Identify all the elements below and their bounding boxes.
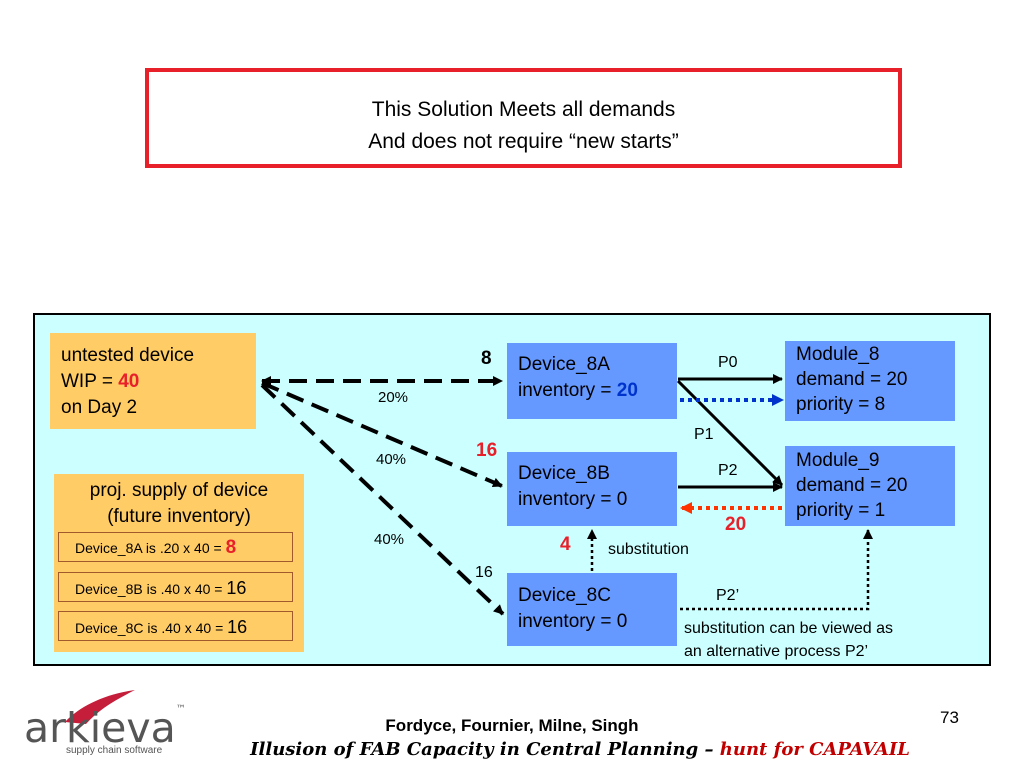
logo-swoosh-icon [65, 690, 135, 724]
module-8-priority: priority = 8 [796, 394, 886, 415]
module-8-node: Module_8 demand = 20 priority = 8 [785, 341, 955, 421]
supply-row-value: 16 [226, 578, 247, 598]
module-9-name: Module_9 [796, 450, 880, 471]
supply-row-8a: Device_8A is .20 x 40 = 8 [58, 532, 293, 562]
wip-line-2: WIP = 40 [61, 369, 256, 395]
footer-title-highlight: hunt for CAPAVAIL [719, 739, 910, 760]
arrow-p1 [676, 379, 784, 487]
device-8b-name: Device_8B [518, 463, 610, 484]
arrow-wip-to-8b [261, 381, 503, 488]
logo-tagline: supply chain software [66, 745, 163, 756]
module-8-demand: demand = 20 [796, 369, 908, 390]
device-8c-node: Device_8C inventory = 0 [507, 573, 677, 646]
device-8a-inv-value: 20 [616, 380, 638, 401]
wip-box: untested device WIP = 40 on Day 2 [50, 333, 256, 429]
footer-authors: Fordyce, Fournier, Milne, Singh [385, 716, 639, 735]
logo-tm: ™ [175, 704, 186, 715]
arrow-p2prime [680, 529, 873, 611]
supply-row-value: 16 [227, 617, 248, 637]
device-8b-inventory: inventory = 0 [518, 489, 628, 510]
supply-box: proj. supply of device (future inventory… [54, 474, 304, 652]
return-qty-label: 20 [725, 514, 747, 535]
supply-row-8b: Device_8B is .40 x 40 = 16 [58, 572, 293, 602]
footer-title: Illusion of FAB Capacity in Central Plan… [0, 739, 1024, 760]
logo-wordmark: arkieva™ [24, 704, 186, 752]
device-8a-inv-label: inventory = [518, 380, 617, 401]
substitution-label: substitution [608, 541, 689, 558]
p1-label: P1 [694, 426, 714, 443]
qty-label-8b: 16 [476, 440, 498, 461]
callout-box: This Solution Meets all demands And does… [145, 68, 902, 168]
pct-label-8b: 40% [376, 451, 407, 468]
substitution-qty: 4 [560, 534, 571, 555]
p0-label: P0 [718, 354, 738, 371]
supply-row-8c: Device_8C is .40 x 40 = 16 [58, 611, 293, 641]
note-line-1: substitution can be viewed as [684, 620, 894, 637]
pct-label-8c: 40% [374, 531, 405, 548]
device-8b-node: Device_8B inventory = 0 [507, 452, 677, 526]
supply-title-2: (future inventory) [107, 506, 251, 527]
footer-title-main: Illusion of FAB Capacity in Central Plan… [250, 739, 720, 760]
wip-value: 40 [118, 371, 140, 392]
module-9-node: Module_9 demand = 20 priority = 1 [785, 446, 955, 526]
module-8-name: Module_8 [796, 344, 880, 365]
qty-label-8c: 16 [475, 564, 493, 581]
device-8c-inventory: inventory = 0 [518, 611, 628, 632]
arrow-wip-to-8c [260, 383, 505, 616]
supply-row-text: Device_8A is .20 x 40 = [75, 540, 226, 556]
callout-line-2: And does not require “new starts” [368, 130, 679, 153]
supply-row-text: Device_8B is .40 x 40 = [75, 581, 227, 597]
module-9-demand: demand = 20 [796, 475, 908, 496]
note-line-2: an alternative process P2’ [684, 643, 869, 660]
device-8a-node: Device_8A inventory = 20 [507, 343, 677, 419]
device-8a-name: Device_8A [518, 354, 610, 375]
module-9-priority: priority = 1 [796, 500, 886, 521]
pct-label-8a: 20% [378, 389, 409, 406]
device-8a-inventory: inventory = 20 [518, 378, 677, 404]
logo-text: arkieva [24, 704, 176, 752]
wip-line-3: on Day 2 [61, 397, 138, 418]
supply-row-value: 8 [225, 537, 237, 558]
p2-label: P2 [718, 462, 738, 479]
wip-line-1: untested device [61, 345, 195, 366]
qty-label-8a: 8 [481, 348, 492, 369]
wip-label: WIP = [61, 371, 119, 392]
callout-line-1: This Solution Meets all demands [371, 98, 676, 121]
page-number: 73 [940, 708, 959, 727]
p2prime-label: P2’ [716, 587, 740, 604]
supply-row-text: Device_8C is .40 x 40 = [75, 620, 228, 636]
supply-title-1: proj. supply of device [89, 480, 269, 501]
device-8c-name: Device_8C [518, 585, 611, 606]
